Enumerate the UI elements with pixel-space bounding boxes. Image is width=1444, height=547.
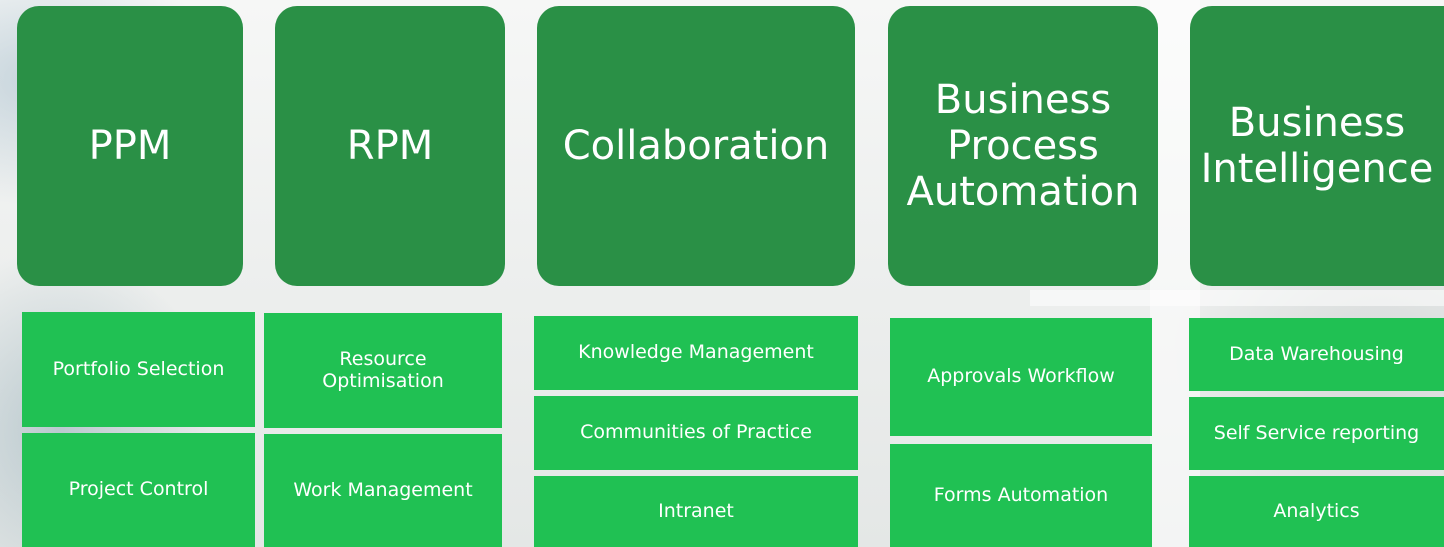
item-portfolio-selection: Portfolio Selection <box>22 312 255 427</box>
item-data-warehousing: Data Warehousing <box>1189 318 1444 391</box>
item-resource-optimisation: Resource Optimisation <box>264 313 502 428</box>
item-approvals-workflow: Approvals Workflow <box>890 318 1152 436</box>
header-business-intelligence: Business Intelligence <box>1190 6 1444 286</box>
item-knowledge-management: Knowledge Management <box>534 316 858 390</box>
item-self-service-reporting: Self Service reporting <box>1189 397 1444 470</box>
item-project-control: Project Control <box>22 433 255 547</box>
background-cross-horizontal <box>1030 290 1444 306</box>
header-collaboration: Collaboration <box>537 6 855 286</box>
item-communities-of-practice: Communities of Practice <box>534 396 858 470</box>
item-intranet: Intranet <box>534 476 858 547</box>
header-rpm: RPM <box>275 6 505 286</box>
header-ppm: PPM <box>17 6 243 286</box>
header-business-process-automation: Business Process Automation <box>888 6 1158 286</box>
item-forms-automation: Forms Automation <box>890 444 1152 547</box>
item-analytics: Analytics <box>1189 476 1444 547</box>
item-work-management: Work Management <box>264 434 502 547</box>
